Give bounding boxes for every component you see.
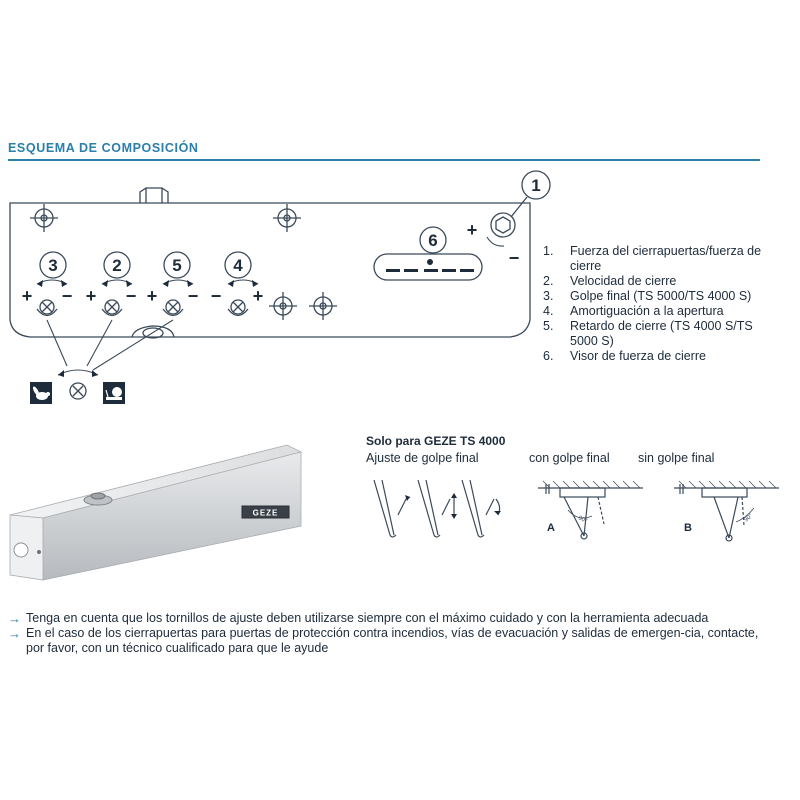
legend-item-6: 6.Visor de fuerza de cierre	[543, 349, 706, 363]
screw-4	[227, 299, 249, 317]
adjust-step-1	[373, 479, 411, 538]
callout-6-circle	[419, 226, 447, 254]
top-valve	[83, 492, 113, 506]
legend-item-5: 5.Retardo de cierre (TS 4000 S/TS 5000 S…	[543, 319, 753, 348]
minus-sign: −	[509, 248, 520, 268]
callout-6: 6	[428, 231, 437, 250]
note-2: → En el caso de los cierrapuertas para p…	[8, 626, 768, 656]
callout-3-circle	[39, 251, 67, 279]
mount-hole-4	[309, 292, 337, 320]
title-rule	[8, 159, 760, 161]
screw-2	[101, 299, 123, 317]
label-a: A	[547, 522, 555, 534]
arrow-right-icon: →	[8, 611, 21, 626]
end-cap-hole	[13, 542, 29, 558]
mount-hole-2	[273, 204, 301, 232]
legend-item-3: 3.Golpe final (TS 5000/TS 4000 S)	[543, 289, 752, 303]
screw-3	[36, 299, 58, 317]
arrow-right-icon: →	[8, 626, 21, 641]
legend-item-1: 1.Fuerza del cierrapuertas/fuerza de cie…	[543, 244, 762, 273]
plus-sign: +	[253, 286, 264, 306]
ajuste-diagrams	[373, 479, 501, 538]
angle-label-a: 90°	[577, 515, 588, 525]
callout-5-circle	[163, 251, 191, 279]
top-nut	[139, 187, 169, 203]
plus-sign: +	[467, 220, 478, 240]
minus-sign: −	[126, 286, 137, 306]
con-golpe-diagram: 90°	[538, 480, 643, 540]
legend-list: 1.Fuerza del cierrapuertas/fuerza de cie…	[543, 244, 775, 364]
callout-2: 2	[112, 256, 121, 275]
sin-golpe-diagram: 90°	[674, 480, 779, 542]
callout-4-circle	[224, 251, 252, 279]
force-viewer	[373, 253, 483, 281]
callout-1-circle	[521, 170, 551, 200]
minus-sign: −	[211, 286, 222, 306]
callout-3: 3	[48, 256, 57, 275]
brand-plate	[241, 505, 290, 519]
callout-2-circle	[103, 251, 131, 279]
ts4000-title: Solo para GEZE TS 4000	[366, 434, 506, 448]
screw-1	[490, 212, 516, 238]
minus-sign: −	[62, 286, 73, 306]
mount-hole-3	[269, 292, 297, 320]
label-b: B	[684, 522, 692, 534]
plus-sign: +	[86, 286, 97, 306]
mount-hole-1	[30, 204, 58, 232]
callout-5: 5	[172, 256, 181, 275]
brand-label: GEZE	[253, 509, 279, 518]
plus-sign: +	[147, 286, 158, 306]
legend-item-2: 2.Velocidad de cierre	[543, 274, 677, 288]
note-1-text: Tenga en cuenta que los tornillos de aju…	[26, 611, 709, 625]
rabbit-icon	[30, 382, 52, 404]
closer-schematic: 3 2 5 4 6 1 + − + − + − − + + −	[9, 170, 551, 404]
snail-icon	[103, 382, 125, 404]
legend-item-4: 4.Amortiguación a la apertura	[543, 304, 724, 318]
plus-sign: +	[22, 286, 33, 306]
con-golpe-label: con golpe final	[529, 451, 610, 465]
speed-dial	[69, 382, 87, 400]
adjust-step-3	[461, 479, 501, 538]
pointer-lines	[46, 319, 174, 371]
notes-block: → Tenga en cuenta que los tornillos de a…	[8, 611, 768, 656]
bottom-pivot	[131, 325, 175, 338]
angle-label-b: 90°	[743, 513, 754, 524]
adjust-step-2	[417, 479, 455, 538]
minus-sign: −	[188, 286, 199, 306]
closer-body	[9, 202, 531, 338]
callout-1: 1	[531, 176, 540, 195]
closer-3d-drawing: GEZE	[9, 444, 303, 581]
sin-golpe-label: sin golpe final	[638, 451, 715, 465]
screw-5	[162, 299, 184, 317]
note-1: → Tenga en cuenta que los tornillos de a…	[8, 611, 768, 626]
note-2-text: En el caso de los cierrapuertas para pue…	[26, 626, 759, 655]
dial-arrows	[36, 279, 259, 285]
viewer-marks	[386, 259, 474, 272]
ajuste-label: Ajuste de golpe final	[366, 451, 479, 465]
section-title: ESQUEMA DE COMPOSICIÓN	[8, 141, 199, 155]
callout-4: 4	[233, 256, 243, 275]
